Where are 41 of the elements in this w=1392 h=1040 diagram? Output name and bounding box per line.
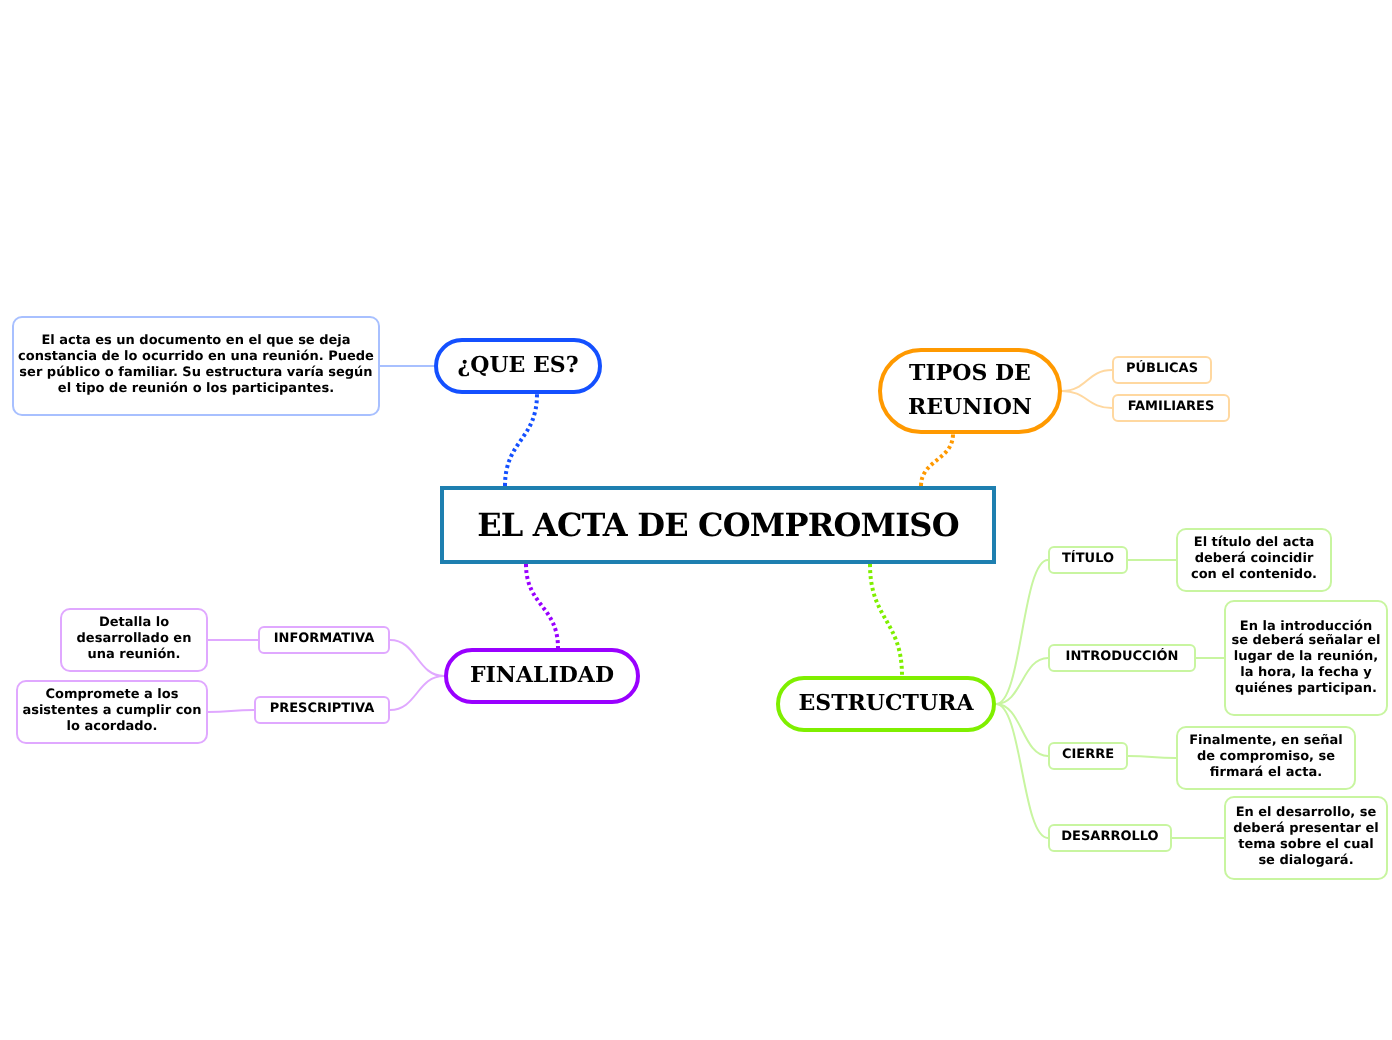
connector-line [995, 703, 1049, 839]
subtopic-box [1048, 644, 1196, 672]
connector-line [995, 703, 1049, 757]
central-topic-box [440, 486, 996, 564]
connector-line [995, 657, 1049, 705]
connector-line [524, 563, 560, 649]
connector-line [1061, 390, 1113, 409]
note-box [60, 608, 208, 672]
connector-line [995, 559, 1049, 705]
connector-line [389, 639, 445, 677]
connector-line [389, 675, 445, 711]
subtopic-box [258, 626, 390, 654]
connector-line [503, 393, 539, 487]
connector-line [1195, 657, 1225, 659]
note-box [1176, 726, 1356, 790]
connector-line [1127, 755, 1177, 759]
subtopic-box [1048, 824, 1172, 852]
topic-pill [444, 648, 640, 704]
subtopic-box [1048, 546, 1128, 574]
node-text: EL ACTA DE COMPROMISO [477, 503, 959, 547]
subtopic-box [1048, 742, 1128, 770]
node-text: FINALIDAD [469, 659, 615, 692]
topic-pill [434, 338, 602, 394]
node-text: ¿QUE ES? [457, 349, 579, 382]
node-text: TIPOS DE REUNION [906, 358, 1034, 423]
note-box [1224, 600, 1388, 716]
topic-pill [776, 676, 996, 732]
note-box [1176, 528, 1332, 592]
subtopic-box [1112, 394, 1230, 422]
connector-line [1171, 837, 1225, 839]
connector-line [379, 365, 435, 367]
note-box [12, 316, 380, 416]
connector-line [207, 709, 255, 713]
connector-line [919, 433, 955, 487]
connector-line [207, 639, 259, 641]
subtopic-box [254, 696, 390, 724]
topic-pill [878, 348, 1062, 434]
connector-line [868, 563, 904, 677]
subtopic-box [1112, 356, 1212, 384]
connector-line [1127, 559, 1177, 561]
node-text: ESTRUCTURA [798, 687, 974, 720]
